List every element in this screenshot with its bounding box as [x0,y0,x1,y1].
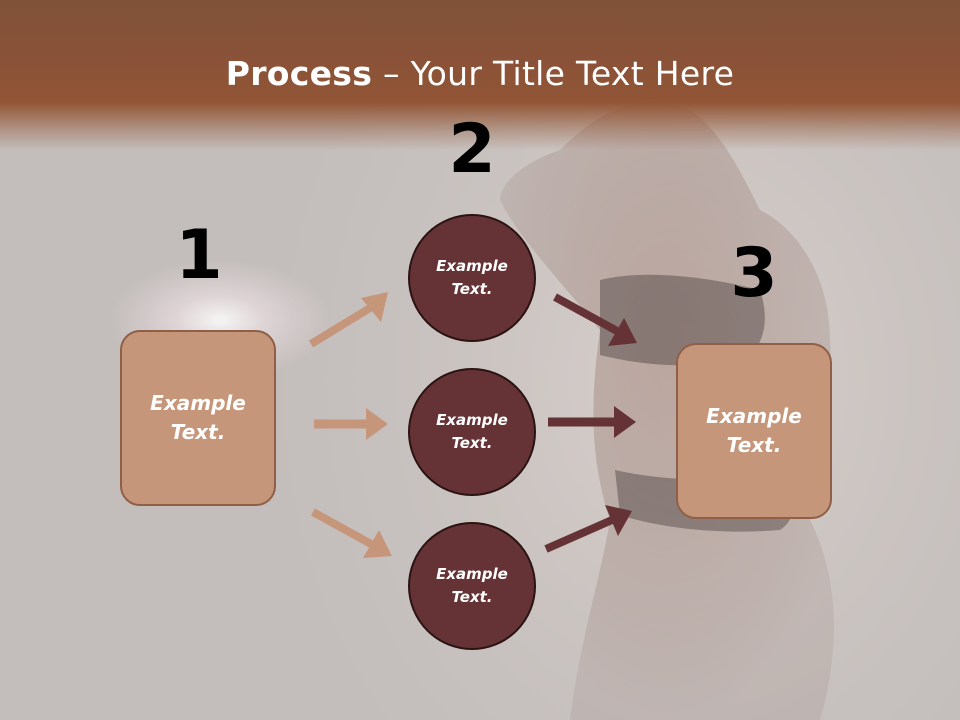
arrow-1-to-bottom [311,508,392,558]
step-1-box: Example Text. [120,330,276,506]
circle-top-text: Example Text. [436,257,508,298]
step-3-text: Example Text. [706,404,802,457]
circle-bottom-text: Example Text. [436,565,508,606]
title-rest: Your Title Text Here [410,54,735,93]
step-number-3: 3 [730,234,778,313]
arrow-top-to-3 [553,293,637,346]
step-2-circle-top: Example Text. [408,214,536,342]
arrow-bottom-to-3 [544,505,632,553]
title-band [0,0,960,150]
arrow-middle-to-3 [548,406,636,438]
step-2-circle-bottom: Example Text. [408,522,536,650]
step-3-box: Example Text. [676,343,832,519]
arrow-1-to-top [308,292,388,348]
page-title: Process – Your Title Text Here [0,52,960,96]
circle-middle-text: Example Text. [436,411,508,452]
step-1-text: Example Text. [150,391,246,444]
step-number-1: 1 [175,216,223,295]
step-2-circle-middle: Example Text. [408,368,536,496]
step-number-2: 2 [448,110,496,189]
title-bold: Process [225,54,373,93]
title-dash: – [372,54,411,93]
arrow-1-to-middle [314,408,388,440]
